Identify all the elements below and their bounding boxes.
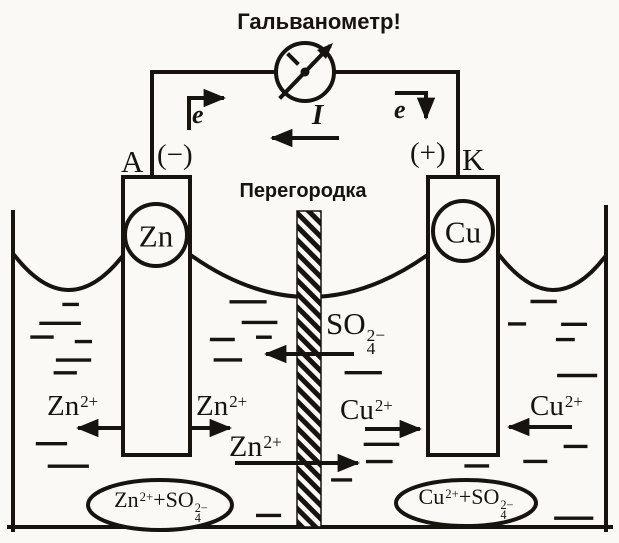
- ion-label-zn-center: Zn2+: [229, 430, 282, 463]
- electrode-label-zn: Zn: [138, 218, 174, 254]
- ion-label-zn-left: Zn2+: [47, 390, 99, 422]
- cathode-sign: (+): [410, 137, 446, 169]
- zinc-electrode: [121, 175, 192, 457]
- ion-label-cu-mid: Cu2+: [340, 394, 393, 426]
- copper-electrode: [426, 175, 500, 457]
- electron-arrow-right: [395, 91, 436, 121]
- partition-label: Перегородка: [239, 180, 367, 202]
- ion-label-zn-right: Zn2+: [196, 390, 248, 422]
- solution-oval-right: [394, 478, 538, 528]
- water-dashes: [30, 299, 598, 520]
- electrode-label-cu: Cu: [444, 214, 482, 250]
- electron-label-right: e: [394, 95, 406, 124]
- ion-label-cu-right: Cu2+: [530, 390, 583, 422]
- circuit-wire: [150, 70, 460, 179]
- partition: [296, 210, 322, 528]
- electron-arrow-left: [187, 88, 227, 130]
- cathode-letter: K: [462, 142, 485, 177]
- solution-oval-left: [86, 478, 234, 532]
- anode-sign: (−): [157, 139, 193, 171]
- electron-label-left: e: [192, 100, 204, 129]
- anode-letter: A: [121, 144, 144, 179]
- galvanometer-icon: [274, 41, 336, 103]
- page-title: Гальванометр!: [237, 9, 401, 34]
- current-label: I: [312, 99, 324, 131]
